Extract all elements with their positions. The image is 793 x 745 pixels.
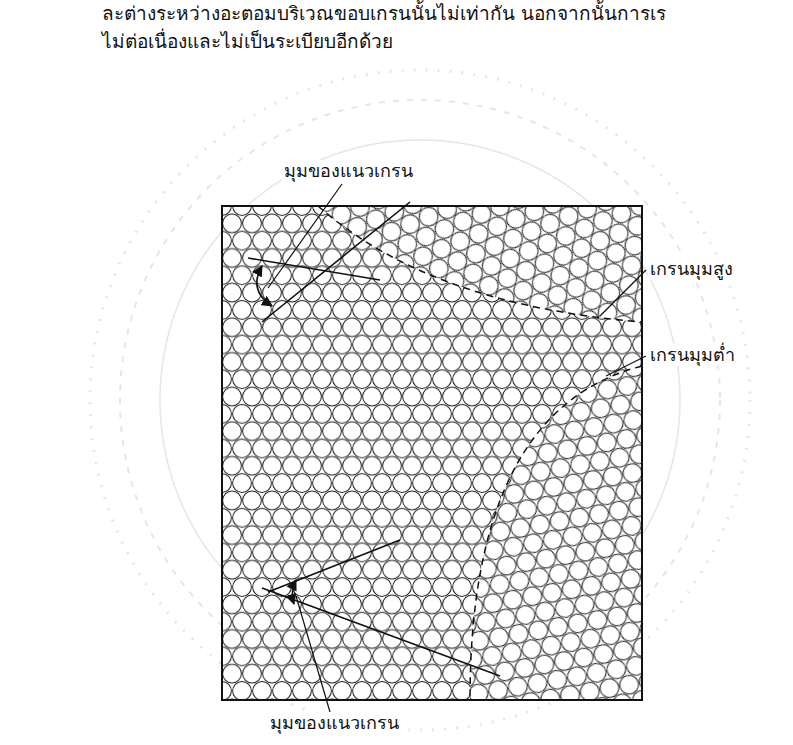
orientation-lines xyxy=(248,202,500,676)
grain-angle-label: มุมของแนวเกรน xyxy=(282,160,415,182)
watermark-seal xyxy=(90,70,750,730)
grain-angle-label: มุมของแนวเกรน xyxy=(268,712,401,734)
page-text: ไม่ต่อเนื่องและไม่เป็นระเบียบอีกด้วย xyxy=(100,30,395,53)
crystal-grains xyxy=(222,206,642,700)
low-angle-label: เกรนมุมต่ำ xyxy=(648,344,737,366)
page-text: ละต่างระหว่างอะตอมบริเวณขอบเกรนนั้นไม่เท… xyxy=(100,2,668,25)
high-angle-label: เกรนมุมสูง xyxy=(648,258,735,280)
leader-line xyxy=(268,184,646,712)
sample-frame xyxy=(222,206,642,700)
